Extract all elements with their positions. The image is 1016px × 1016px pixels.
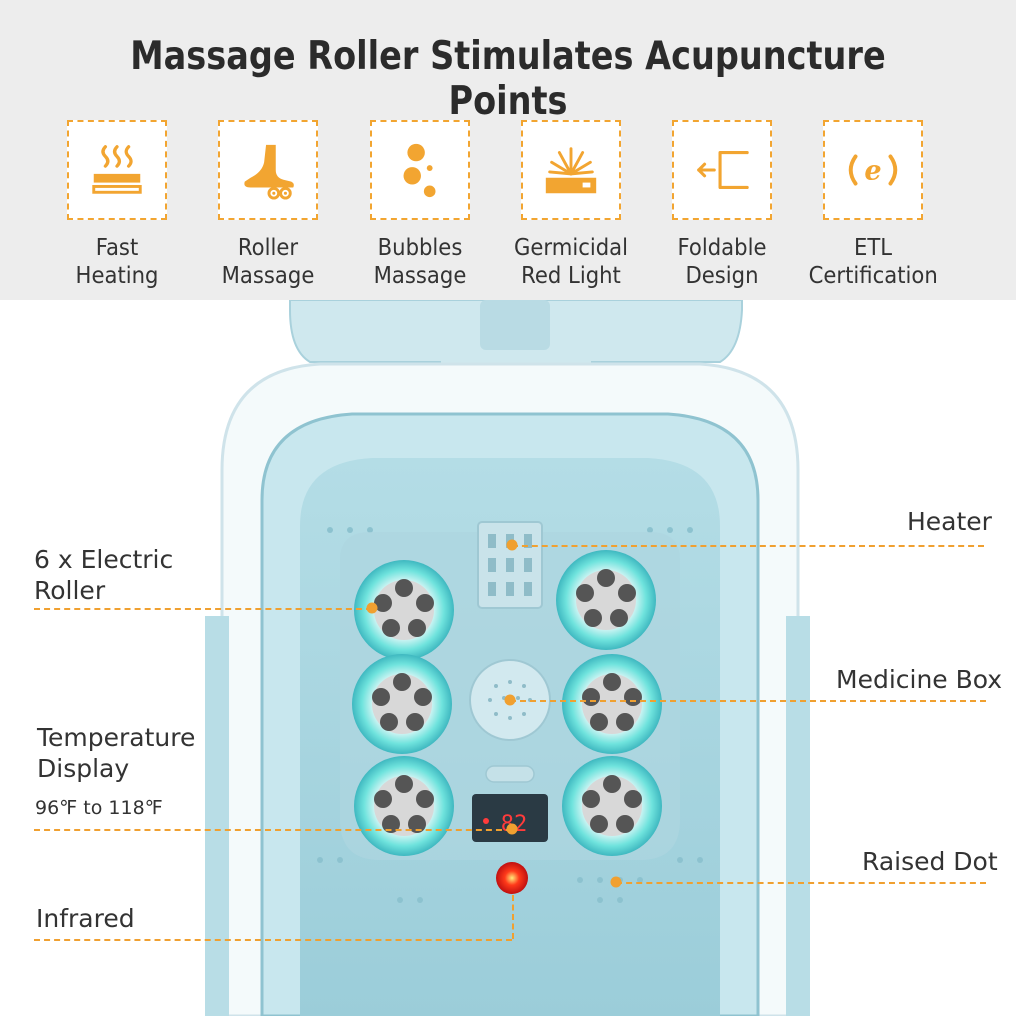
callout-line-raised-dot bbox=[616, 882, 986, 884]
feature-label-line2: Certification bbox=[808, 263, 938, 289]
side-grip-left bbox=[205, 616, 229, 1016]
callout-line-infrared bbox=[34, 939, 512, 941]
feature-label-line2: Heating bbox=[75, 263, 159, 289]
callout-heater: Heater bbox=[907, 507, 992, 536]
callout-temperature-range: 96℉ to 118℉ bbox=[35, 797, 163, 819]
lid-handle bbox=[480, 300, 550, 350]
bubbles-icon bbox=[403, 143, 436, 198]
feature-etl-certification: e ETL Certification bbox=[803, 120, 943, 290]
callout-raised-dot: Raised Dot bbox=[862, 847, 998, 876]
red-light-icon bbox=[545, 147, 597, 194]
feature-label-line2: Design bbox=[685, 263, 759, 289]
feature-label-line1: Bubbles bbox=[377, 235, 463, 261]
feature-germicidal-red-light: Germicidal Red Light bbox=[501, 120, 641, 290]
callout-dot-raised-dot bbox=[610, 876, 622, 888]
roller-group bbox=[352, 550, 662, 856]
heating-icon bbox=[92, 145, 142, 194]
callout-dot-rollers bbox=[366, 602, 378, 614]
etl-certification-icon: e bbox=[848, 154, 898, 187]
feature-tile: e bbox=[823, 120, 923, 220]
product-image: 82 bbox=[0, 299, 1016, 1016]
feature-label-line2: Massage bbox=[221, 263, 315, 289]
callout-dot-temperature bbox=[506, 823, 518, 835]
raised-dots bbox=[317, 527, 703, 903]
feature-tile bbox=[370, 120, 470, 220]
feature-label-line1: ETL bbox=[853, 235, 893, 261]
feature-label-line2: Red Light bbox=[521, 263, 621, 289]
callout-line-medicine-box bbox=[510, 700, 986, 702]
feature-roller-massage: Roller Massage bbox=[198, 120, 338, 290]
callout-line-rollers bbox=[34, 608, 372, 610]
callout-line-temperature bbox=[34, 829, 512, 831]
callout-temperature: Temperature Display bbox=[37, 722, 195, 784]
feature-label-line1: Germicidal bbox=[513, 235, 629, 261]
foot-spa-illustration: 82 bbox=[205, 299, 810, 1016]
callout-temperature-line2: Display bbox=[37, 754, 130, 783]
feature-list: Fast Heating Roller Massage bbox=[0, 120, 1016, 300]
foot-roller-icon bbox=[244, 144, 294, 200]
foldable-icon bbox=[697, 151, 749, 189]
callout-rollers-line1: 6 x Electric bbox=[34, 545, 174, 574]
callout-dot-medicine-box bbox=[504, 694, 516, 706]
feature-label-line1: Roller bbox=[237, 235, 299, 261]
callout-infrared: Infrared bbox=[36, 904, 135, 933]
callout-dot-heater bbox=[506, 539, 518, 551]
feature-bubbles-massage: Bubbles Massage bbox=[350, 120, 490, 290]
callout-temperature-line1: Temperature bbox=[37, 723, 196, 752]
infrared-light bbox=[496, 862, 528, 894]
feature-label-line1: Foldable bbox=[677, 235, 767, 261]
feature-fast-heating: Fast Heating bbox=[47, 120, 187, 290]
feature-label-line2: Massage bbox=[373, 263, 467, 289]
callout-line-heater bbox=[512, 545, 984, 547]
feature-tile bbox=[672, 120, 772, 220]
callout-rollers: 6 x Electric Roller bbox=[34, 544, 173, 606]
feature-label-line1: Fast bbox=[95, 235, 139, 261]
side-grip-right bbox=[786, 616, 810, 1016]
feature-tile bbox=[521, 120, 621, 220]
callout-rollers-line2: Roller bbox=[34, 576, 106, 605]
svg-text:e: e bbox=[864, 156, 881, 187]
callout-medicine-box: Medicine Box bbox=[836, 665, 1003, 694]
feature-tile bbox=[218, 120, 318, 220]
feature-foldable-design: Foldable Design bbox=[652, 120, 792, 290]
feature-tile bbox=[67, 120, 167, 220]
callout-vline-infrared bbox=[512, 895, 514, 939]
page-title: Massage Roller Stimulates Acupuncture Po… bbox=[130, 34, 886, 124]
